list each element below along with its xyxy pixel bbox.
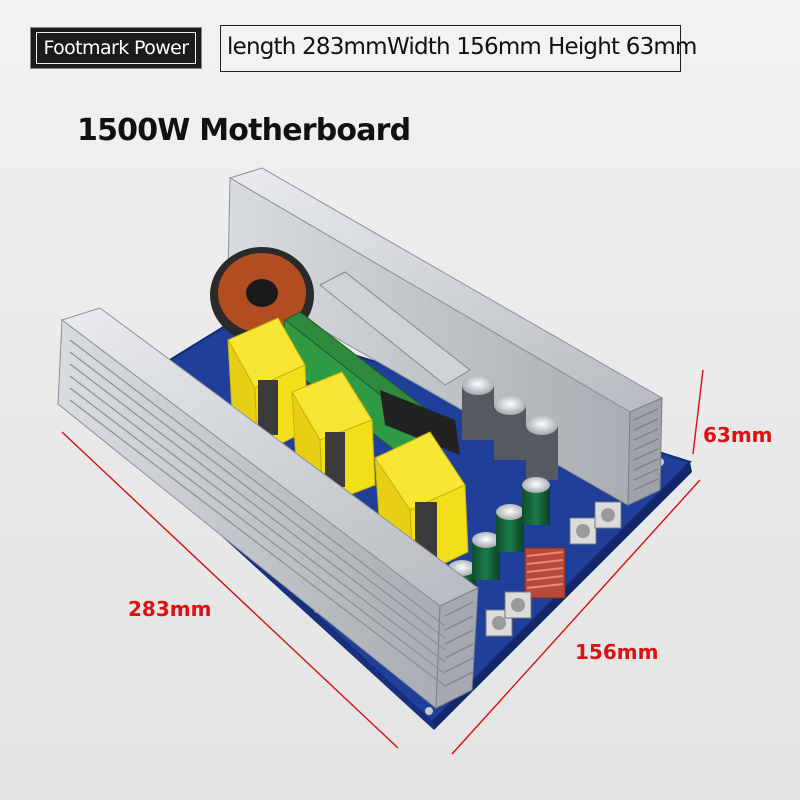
front-heatsink — [57, 307, 479, 710]
product-title: 1500W Motherboard — [77, 113, 411, 148]
toroid-inductor — [210, 247, 314, 343]
height-dimension-line — [692, 369, 704, 455]
length-spec: length 283mm — [227, 34, 388, 60]
brand-badge: Footmark Power — [30, 27, 202, 69]
height-spec: Height 63mm — [548, 34, 697, 60]
width-dimension-line — [451, 479, 701, 755]
red-coils — [524, 547, 566, 599]
dimensions-banner: length 283mm Width 156mm Height 63mm — [220, 25, 697, 72]
silver-capacitors — [462, 375, 558, 480]
width-measure-label: 156mm — [575, 640, 659, 664]
length-dimension-line — [61, 431, 399, 749]
dimension-lines — [61, 369, 704, 755]
terminal-blocks — [485, 501, 622, 637]
mosfet-strip — [319, 271, 471, 455]
height-measure-label: 63mm — [703, 423, 773, 447]
length-measure-label: 283mm — [128, 597, 212, 621]
brand-label: Footmark Power — [36, 32, 196, 64]
width-spec: Width 156mm — [387, 34, 542, 60]
